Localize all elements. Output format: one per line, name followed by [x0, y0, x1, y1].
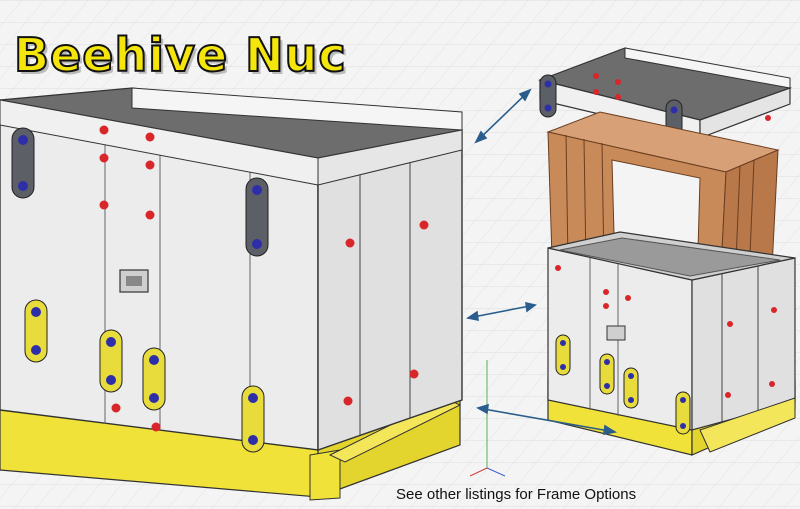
frame-options-caption: See other listings for Frame Options — [396, 486, 637, 503]
exploded-box — [547, 231, 796, 456]
red-pins — [99, 125, 429, 432]
exploded-lid — [537, 47, 793, 149]
page-title: Beehive Nuc — [13, 28, 347, 82]
yellow-handle — [241, 385, 265, 453]
dark-handle — [11, 127, 35, 199]
assembled-nuc — [0, 87, 463, 501]
yellow-handle — [24, 299, 48, 363]
base-foot — [309, 449, 341, 501]
pointer-arrows — [465, 88, 618, 435]
lid-back-wall — [131, 87, 463, 131]
yellow-handle — [99, 329, 123, 393]
axis-indicator — [469, 360, 506, 477]
lid-rim-side — [317, 129, 463, 186]
yellow-handle — [142, 347, 166, 411]
dark-handle — [245, 177, 269, 257]
